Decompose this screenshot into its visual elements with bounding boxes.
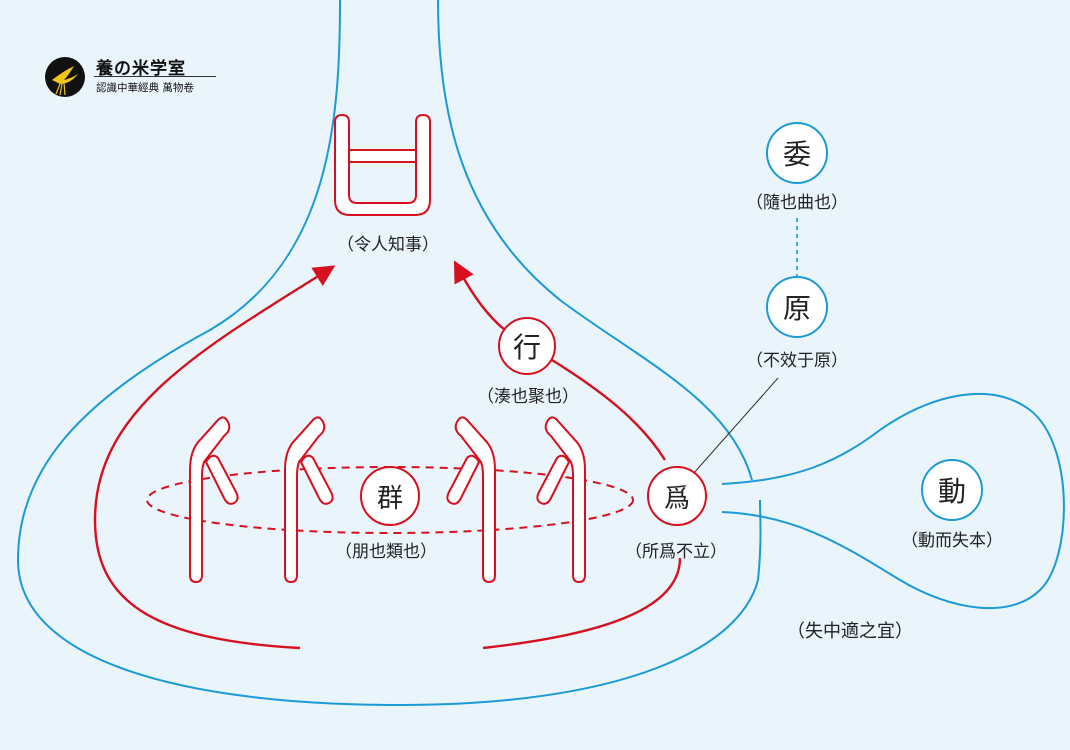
node-wei2-char: 委 — [783, 138, 811, 171]
brand-subtitle: 認識中華經典 萬物卷 — [96, 82, 194, 94]
bottom-caption: （失中適之宜） — [787, 621, 913, 642]
node-qun-gloss: （朋也類也） — [335, 542, 437, 562]
arrow-wei-to-xing — [551, 358, 667, 461]
figure-1 — [189, 416, 239, 584]
arrow-left-up — [93, 265, 336, 650]
bird-logo-icon — [45, 57, 85, 97]
figure-3 — [446, 416, 496, 584]
node-wei-circle — [647, 466, 707, 526]
node-wei-char: 爲 — [664, 484, 690, 514]
brand-title: 養の米学室 — [96, 59, 186, 79]
ancient-glyph-icon — [334, 113, 431, 216]
node-wei-gloss: （所爲不立） — [625, 542, 727, 562]
vessel-outline-right — [437, 0, 753, 481]
bulb-outline — [721, 392, 1065, 610]
node-dong-char: 動 — [938, 475, 966, 508]
arrow-right-up — [482, 557, 682, 650]
node-xing-circle — [498, 317, 556, 375]
node-yuan-gloss: （不效于原） — [746, 351, 848, 371]
node-qun-circle — [360, 466, 420, 526]
figure-4 — [536, 416, 586, 584]
node-wei2-gloss: （隨也曲也） — [746, 193, 848, 213]
node-qun-char: 群 — [377, 484, 403, 514]
brand-divider — [94, 76, 216, 77]
brand-logo: 養の米学室 認識中華經典 萬物卷 — [44, 54, 224, 100]
figure-2 — [284, 416, 334, 584]
node-xing-gloss: （湊也聚也） — [477, 387, 579, 407]
node-xing-char: 行 — [513, 331, 541, 364]
node-yuan-char: 原 — [783, 292, 811, 325]
node-yuan-circle — [766, 276, 828, 338]
arrow-xing-up — [453, 260, 506, 331]
node-wei2-circle — [766, 122, 828, 184]
pointer-line — [692, 377, 779, 475]
vessel-outline-left — [16, 0, 762, 707]
node-dong-gloss: （動而失本） — [901, 531, 1003, 551]
top-glyph-gloss: （令人知事） — [337, 235, 439, 255]
node-dong-circle — [921, 459, 983, 521]
